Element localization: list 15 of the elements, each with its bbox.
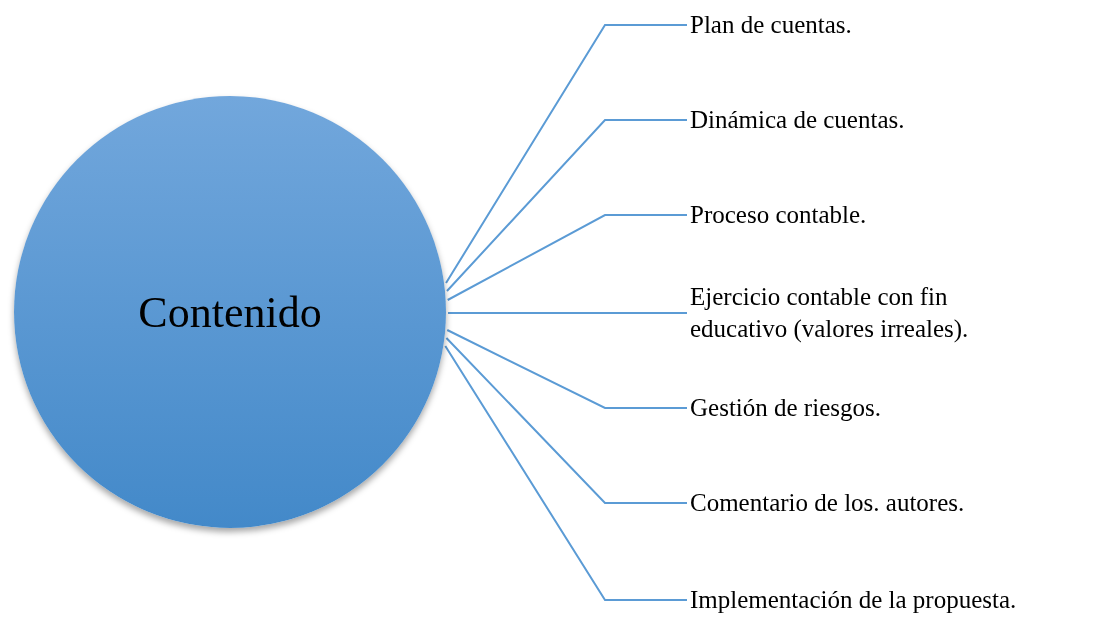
branch-text: Comentario de los. autores.	[690, 487, 965, 519]
connector-line	[446, 214, 688, 301]
branch-text: Dinámica de cuentas.	[690, 104, 905, 136]
branch-text: Plan de cuentas.	[690, 9, 852, 41]
branch-text: Implementación de la propuesta.	[690, 584, 1017, 616]
connector-line	[444, 345, 688, 601]
topic-title: Contenido	[138, 286, 322, 338]
branch-text: Gestión de riesgos.	[690, 392, 881, 424]
connector-line	[445, 24, 688, 284]
branch-text: Ejercicio contable con fin educativo (valores irreales).	[690, 281, 1040, 345]
branch-text: Proceso contable.	[690, 199, 867, 231]
connector-line	[446, 119, 688, 292]
connector-line	[445, 337, 688, 504]
connector-line	[447, 312, 688, 314]
connector-line	[446, 329, 688, 409]
